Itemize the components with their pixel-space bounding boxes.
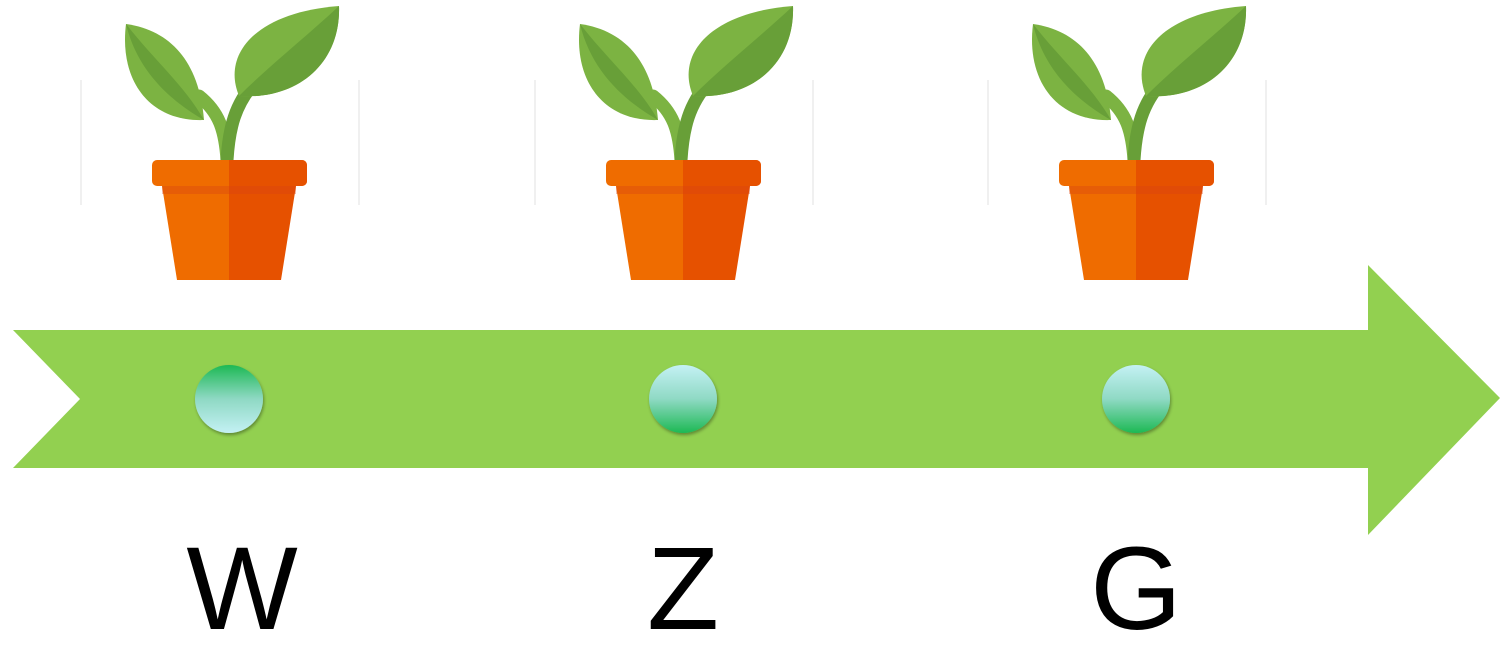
timeline-dot-icon xyxy=(195,365,263,433)
stage-label: W xyxy=(186,523,298,655)
timeline-dot-icon xyxy=(649,365,717,433)
stage-label: Z xyxy=(646,523,720,655)
potted-plant-icon xyxy=(535,6,813,280)
stage-label: G xyxy=(1090,523,1182,655)
timeline-arrow xyxy=(13,265,1500,535)
timeline-dot-icon xyxy=(1102,365,1170,433)
potted-plant-icon xyxy=(81,6,359,280)
potted-plant-icon xyxy=(988,6,1266,280)
